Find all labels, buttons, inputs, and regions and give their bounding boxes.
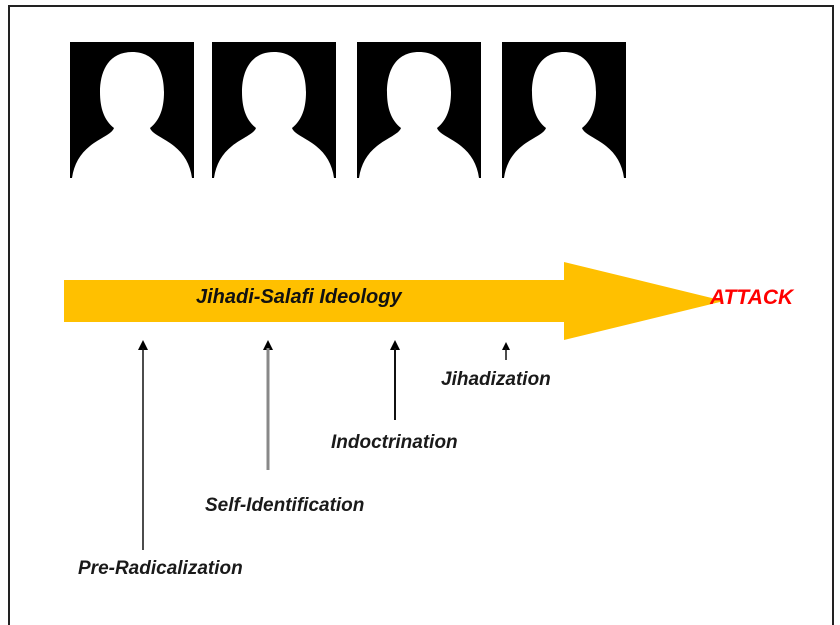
stage-label-jihadization: Jihadization: [441, 369, 551, 390]
person-silhouette-3: [357, 42, 481, 178]
pointer-indoctrination: [390, 340, 400, 420]
ideology-arrow-shape: [64, 262, 724, 340]
pointer-self-identification: [263, 340, 273, 470]
attack-label: ATTACK: [710, 286, 794, 309]
ideology-arrow: [64, 262, 724, 340]
stage-label-indoctrination: Indoctrination: [331, 432, 458, 453]
pointer-jihadization: [501, 342, 511, 360]
pointer-pre-radicalization: [138, 340, 148, 550]
diagram-frame: [8, 5, 834, 625]
person-silhouette-1: [70, 42, 194, 178]
person-silhouette-4: [502, 42, 626, 178]
stage-label-pre-radicalization: Pre-Radicalization: [78, 558, 243, 579]
person-silhouette-2: [212, 42, 336, 178]
ideology-label: Jihadi-Salafi Ideology: [196, 286, 402, 308]
stage-label-self-identification: Self-Identification: [205, 495, 365, 516]
